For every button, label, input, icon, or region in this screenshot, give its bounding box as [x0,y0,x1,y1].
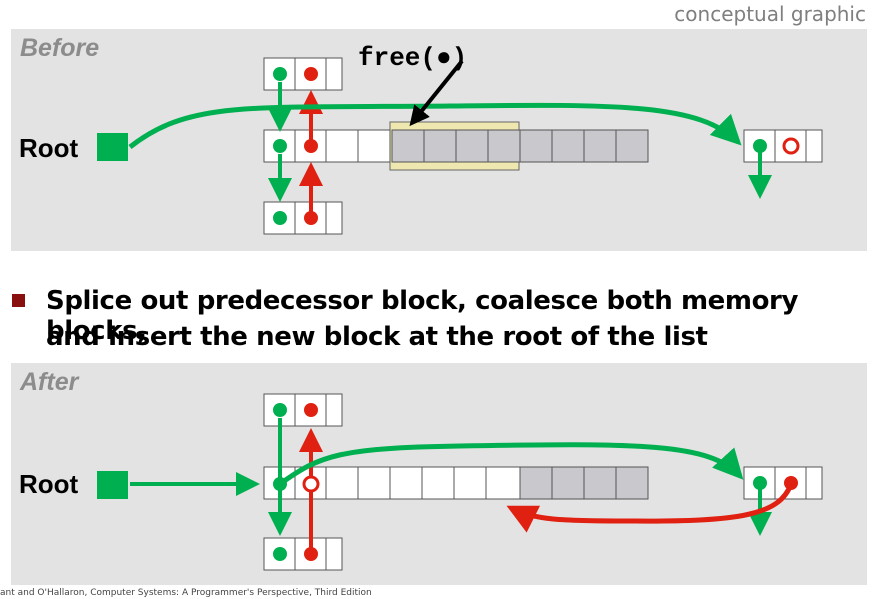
before-title: Before [20,34,100,62]
bullet-marker [12,294,25,307]
after-right-next-dot [753,476,767,490]
before-diagram [97,57,823,235]
after-root-label: Root [19,469,79,499]
before-bottom-next-dot [273,211,287,225]
before-root-box [97,133,128,161]
before-middle-row [263,121,649,171]
after-diagram [97,393,823,571]
after-mid-next-dot [273,477,287,491]
footer-citation: ant and O'Hallaron, Computer Systems: A … [0,588,372,598]
free-pointer-arrow [409,59,464,127]
after-root-box [97,471,128,499]
before-root-label: Root [19,133,79,163]
after-bottom-prev-dot [304,547,318,561]
corner-label: conceptual graphic [674,2,866,26]
before-mid-prev-dot [304,139,318,153]
after-mid-prev-null [302,475,320,493]
after-right-prev-arrow [506,483,794,533]
after-right-prev-dot [784,476,798,490]
before-top-prev-dot [304,67,318,81]
before-bottom-prev-dot [304,211,318,225]
after-top-prev-dot [304,403,318,417]
before-mid-next-dot [273,139,287,153]
before-right-next-dot [753,139,767,153]
after-bottom-next-dot [273,547,287,561]
after-title: After [20,368,79,396]
before-right-prev-null [782,137,800,155]
after-new-block-next-arrow [278,442,744,487]
free-call-label: free(●) [358,43,468,73]
description-line-1: Splice out predecessor block, coalesce b… [46,286,799,346]
before-root-arrow [128,102,742,149]
after-top-next-dot [273,403,287,417]
before-top-next-dot [273,67,287,81]
description-line-2: and insert the new block at the root of … [46,322,708,352]
after-middle-row [263,466,649,500]
